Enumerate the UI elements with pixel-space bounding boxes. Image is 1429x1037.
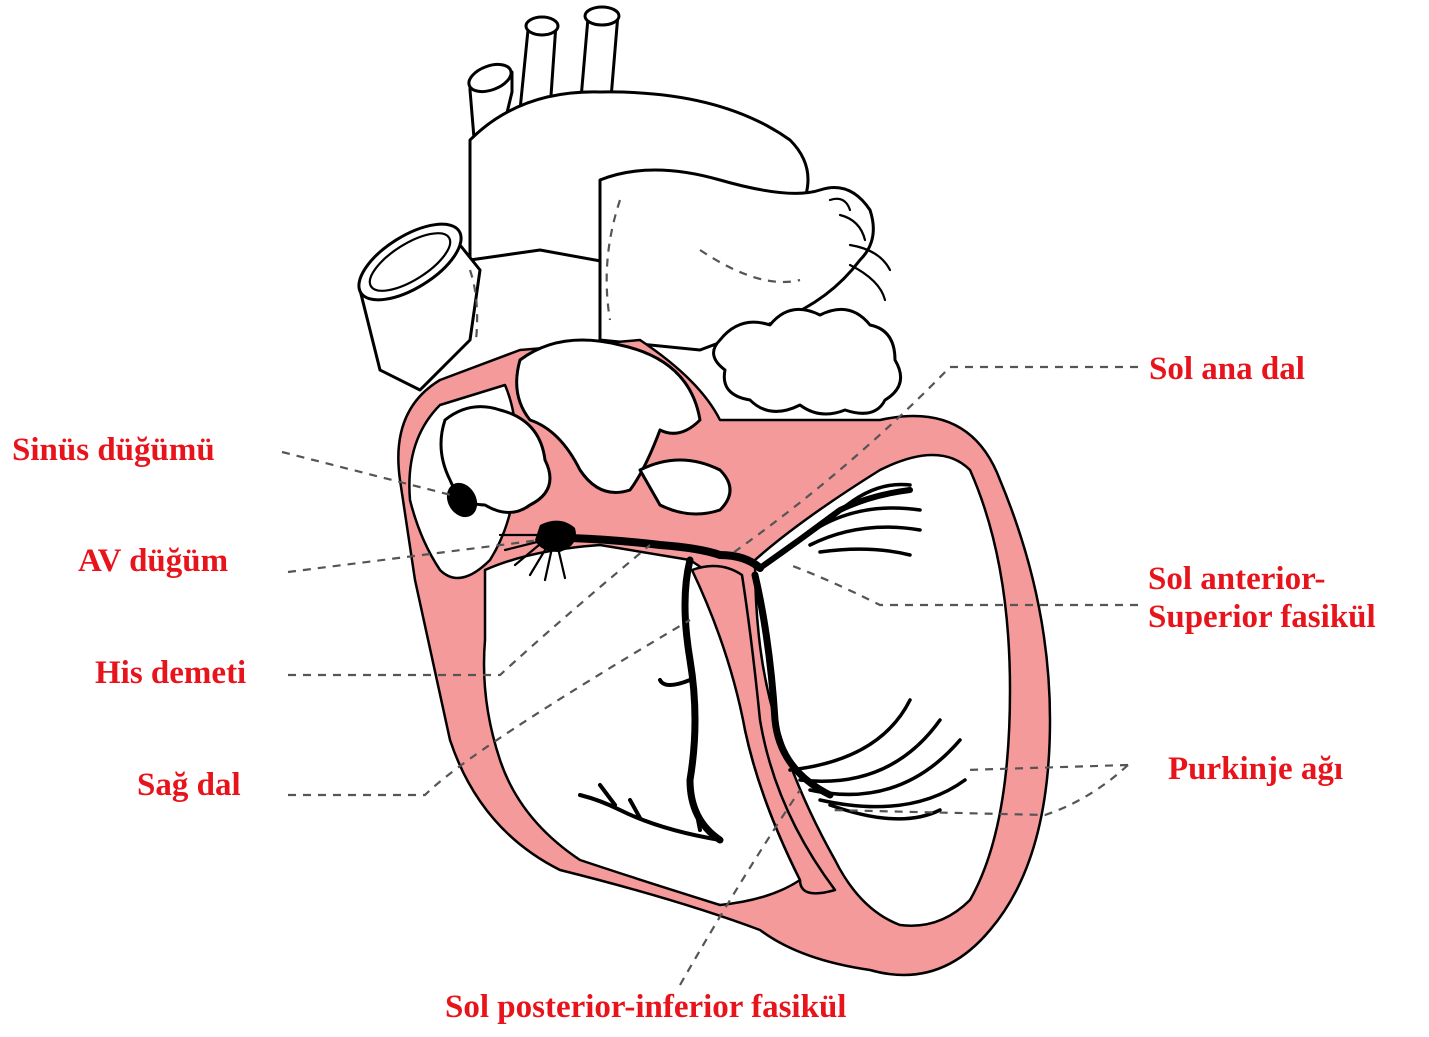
- aortic-branch-2-opening: [526, 17, 558, 35]
- label-left-posterior-fascicle: Sol posterior-inferior fasikül: [445, 988, 846, 1026]
- myocardium: [398, 340, 1050, 975]
- label-sinus-node: Sinüs düğümü: [12, 431, 215, 469]
- label-left-anterior-line2: Superior fasikül: [1148, 598, 1376, 636]
- left-atrial-appendage: [714, 309, 901, 414]
- label-av-node: AV düğüm: [78, 542, 228, 580]
- label-his-bundle: His demeti: [95, 654, 246, 692]
- aortic-branch-3-opening: [585, 7, 619, 25]
- label-right-branch: Sağ dal: [137, 766, 241, 804]
- label-left-anterior-fascicle: Sol anterior- Superior fasikül: [1148, 560, 1376, 636]
- label-purkinje: Purkinje ağı: [1168, 750, 1343, 788]
- label-left-anterior-line1: Sol anterior-: [1148, 560, 1376, 598]
- label-left-main-branch: Sol ana dal: [1149, 350, 1305, 388]
